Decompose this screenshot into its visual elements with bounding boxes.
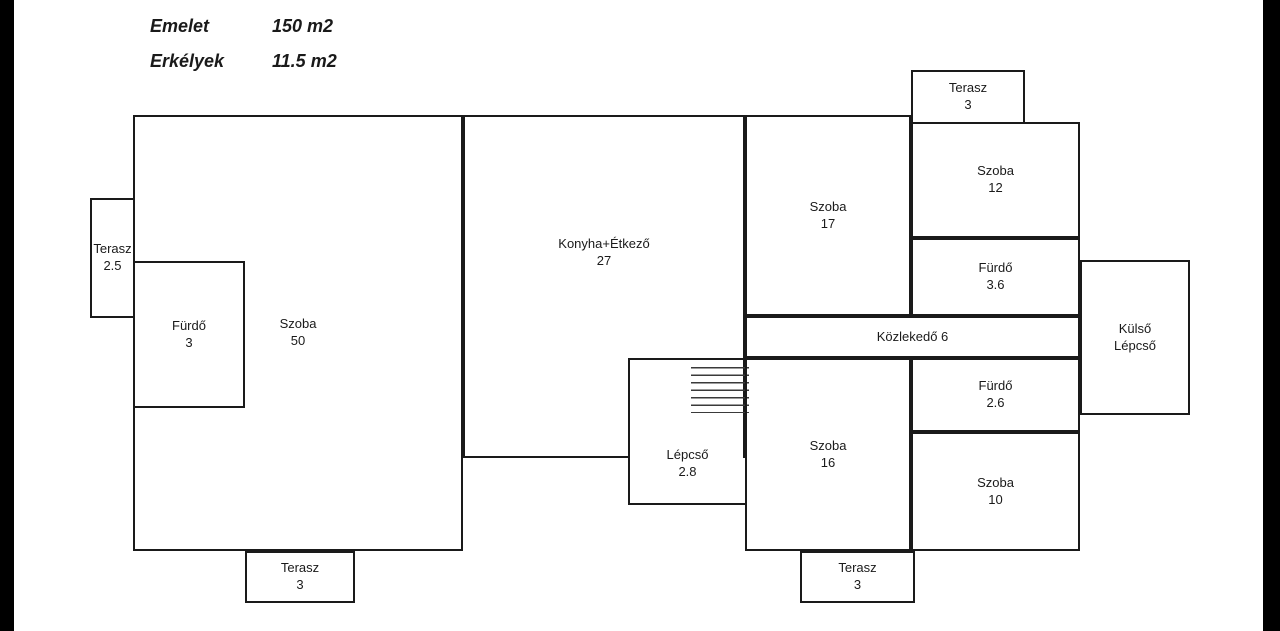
room-kozlekedo: Közlekedő 6 (745, 316, 1080, 358)
room-name-line1: Külső (1118, 320, 1152, 336)
room-area: 27 (596, 252, 612, 268)
room-area: 3 (296, 577, 304, 592)
room-area: 2.8 (678, 464, 697, 480)
room-area: 50 (290, 333, 306, 348)
room-name: Fürdő (978, 260, 1013, 276)
room-area: 3 (964, 97, 972, 112)
room-name: Közlekedő 6 (876, 328, 949, 344)
room-area: 3 (853, 577, 862, 592)
room-area: 16 (820, 454, 836, 470)
header-row-balconies: Erkélyek 11.5 m2 (150, 51, 337, 72)
balconies-label: Erkélyek (150, 51, 225, 71)
room-name: Terasz (93, 241, 132, 257)
room-name: Szoba (279, 316, 317, 332)
plan-header: Emelet 150 m2 Erkélyek 11.5 m2 (150, 16, 337, 86)
room-area: 10 (988, 491, 1003, 507)
stair-treads (691, 367, 749, 413)
room-name: Szoba (809, 198, 847, 214)
room-name: Szoba (977, 163, 1014, 179)
room-name: Terasz (280, 560, 320, 576)
room-furdo-26: Fürdő 2.6 (911, 358, 1080, 432)
room-terasz-top: Terasz 3 (911, 70, 1025, 124)
wall-segment-kitchen-bottom (463, 456, 630, 458)
room-name: Lépcső (666, 447, 709, 463)
room-furdo-36: Fürdő 3.6 (911, 238, 1080, 316)
room-name: Szoba (809, 437, 847, 453)
room-area: 2.6 (986, 395, 1005, 410)
room-area: 12 (988, 180, 1003, 195)
room-szoba-17: Szoba 17 (745, 115, 911, 316)
room-name: Terasz (948, 80, 988, 96)
room-konyha-etkezo: Konyha+Étkező 27 (463, 115, 745, 458)
room-name: Konyha+Étkező (558, 235, 650, 251)
room-szoba-16: Szoba 16 (745, 358, 911, 551)
room-name: Fürdő (978, 378, 1013, 394)
floor-area-value: 150 m2 (272, 16, 334, 36)
header-row-floor: Emelet 150 m2 (150, 16, 337, 37)
room-area: 17 (820, 215, 836, 231)
room-area: 3 (185, 334, 193, 350)
floor-label: Emelet (150, 16, 210, 36)
room-area: 2.5 (103, 258, 122, 273)
room-kulso-lepcso: Külső Lépcső (1080, 260, 1190, 415)
room-name: Szoba (977, 474, 1014, 490)
room-szoba-12: Szoba 12 (911, 122, 1080, 238)
room-name-line2: Lépcső (1114, 337, 1156, 353)
room-name: Terasz (838, 560, 877, 576)
left-black-bar (0, 0, 14, 631)
room-terasz-bottom-mid: Terasz 3 (245, 551, 355, 603)
balconies-area-value: 11.5 m2 (272, 51, 337, 71)
room-terasz-bottom-right: Terasz 3 (800, 551, 915, 603)
right-black-bar (1263, 0, 1280, 631)
room-furdo-left: Fürdő 3 (133, 261, 245, 408)
room-name: Fürdő (172, 317, 206, 333)
room-szoba-10: Szoba 10 (911, 432, 1080, 551)
room-area: 3.6 (986, 277, 1005, 292)
room-terasz-left: Terasz 2.5 (90, 198, 135, 318)
